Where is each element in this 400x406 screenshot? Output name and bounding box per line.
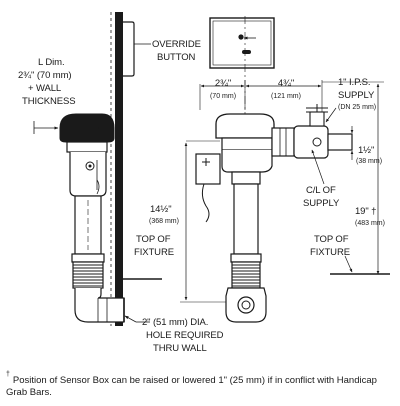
wall — [110, 12, 123, 326]
dim-14-1-2-mm: (368 mm) — [149, 218, 179, 225]
ips-label-3: (DN 25 mm) — [338, 104, 377, 111]
hole-label-1: 2" (51 mm) DIA. — [142, 317, 209, 328]
l-dim-label: L Dim. — [38, 57, 65, 68]
footnote: †Position of Sensor Box can be raised or… — [6, 371, 398, 399]
dim-1-1-2: 1½" — [358, 145, 375, 156]
dim-2-3-4: 2¾" — [214, 78, 232, 89]
cl-supply-2: SUPPLY — [303, 198, 340, 209]
plus-wall-label: + WALL — [28, 83, 62, 94]
dim-2-3-4-mm: (70 mm) — [209, 93, 237, 100]
override-label-2: BUTTON — [157, 52, 196, 63]
flush-valve-side — [59, 113, 125, 323]
dim-14-1-2: 14½" — [150, 204, 172, 215]
l-dim-value: 2¾" (70 mm) — [18, 70, 72, 81]
top-fixture-right-1: TOP OF — [314, 234, 349, 245]
thickness-label: THICKNESS — [22, 96, 76, 107]
ips-label-2: SUPPLY — [338, 90, 375, 101]
override-label-1: OVERRIDE — [152, 39, 201, 50]
footnote-mark: † — [6, 371, 10, 378]
flush-valve-front — [195, 104, 353, 323]
ips-label-1: 1" I.P.S. — [338, 77, 371, 88]
front-view — [180, 16, 390, 323]
dim-1-1-2-mm: (38 mm) — [356, 158, 383, 165]
top-fixture-left-2: FIXTURE — [134, 247, 174, 258]
spud-corrugations-front — [231, 261, 261, 289]
footnote-text: Position of Sensor Box can be raised or … — [6, 375, 377, 399]
dim-19-mm: (483 mm) — [355, 220, 385, 227]
sensor-box-side — [123, 21, 135, 77]
dim-4-3-4-mm: (121 mm) — [271, 93, 301, 100]
sensor-box-front — [209, 17, 275, 69]
dim-19: 19" † — [355, 206, 377, 217]
cl-supply-1: C/L OF — [306, 185, 336, 196]
top-fixture-left-1: TOP OF — [136, 234, 171, 245]
hole-label-3: THRU WALL — [153, 343, 207, 354]
top-fixture-right-2: FIXTURE — [310, 247, 350, 258]
side-view — [33, 12, 162, 326]
hole-label-2: HOLE REQUIRED — [146, 330, 224, 341]
spud-corrugations — [72, 261, 104, 289]
dim-4-3-4: 4¾" — [277, 78, 295, 89]
